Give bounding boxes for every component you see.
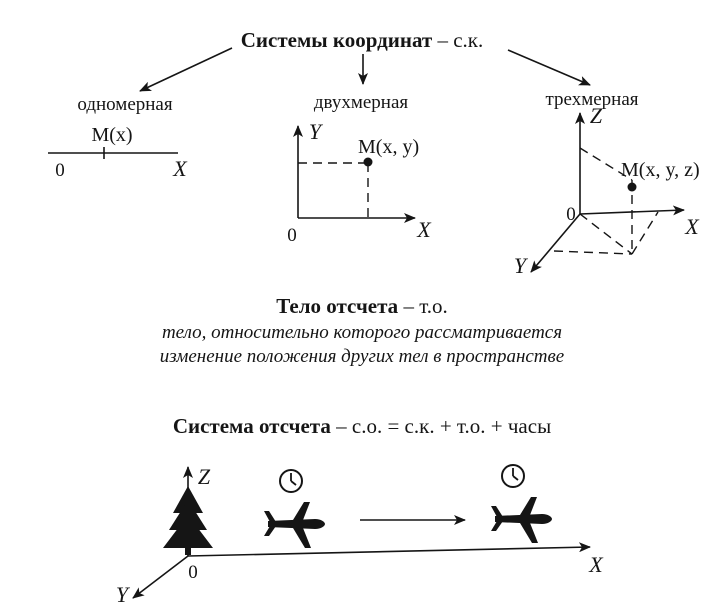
- axis-y-label-3d: Y: [514, 253, 529, 278]
- origin-1d: 0: [55, 160, 65, 181]
- point-label-3d: M(x, y, z): [621, 159, 700, 181]
- label-three-dimensional: трехмерная: [545, 89, 638, 110]
- origin-3d: 0: [566, 204, 576, 225]
- projection-z-3d: [579, 147, 633, 181]
- axis-x-label-2d: X: [416, 217, 432, 242]
- axis-y-label-2d: Y: [309, 119, 324, 144]
- airplane-icon: [491, 497, 552, 543]
- point-label-1d: M(x): [91, 124, 132, 146]
- label-one-dimensional: одномерная: [77, 94, 172, 115]
- axis-y-3d: [530, 213, 581, 273]
- point-m-3d: [627, 182, 637, 192]
- projection-diagonal-3d: [579, 213, 633, 255]
- tree-icon: [163, 486, 213, 555]
- axis-x-label-frame: X: [588, 552, 604, 577]
- branch-arrow-1d: [139, 47, 233, 92]
- axis-x-label-3d: X: [684, 214, 700, 239]
- point-m-2d: [363, 157, 373, 167]
- reference-body-definition-line2: изменение положения других тел в простра…: [160, 346, 564, 367]
- axis-y-label-frame: Y: [116, 582, 131, 607]
- reference-body-definition-line1: тело, относительно которого рассматривае…: [162, 322, 562, 343]
- point-label-2d: M(x, y): [358, 136, 419, 158]
- origin-2d: 0: [287, 225, 297, 246]
- projection-base-front-3d: [553, 250, 633, 255]
- branch-arrow-3d: [507, 49, 591, 86]
- reference-frame-title: Система отсчета – с.о. = с.к. + т.о. + ч…: [173, 414, 551, 438]
- axis-x-frame: [187, 542, 591, 557]
- axis-x-label-1d: X: [172, 156, 188, 181]
- clock-icon: [279, 469, 303, 493]
- projection-base-side-3d: [631, 211, 659, 255]
- label-two-dimensional: двухмерная: [314, 92, 409, 113]
- axis-z-label-3d: Z: [590, 103, 603, 128]
- reference-body-title: Тело отсчета – т.о.: [276, 294, 448, 318]
- airplane-icon: [264, 502, 325, 548]
- axis-y-frame: [132, 555, 189, 599]
- clock-icon: [501, 464, 525, 488]
- coord-systems-title: Системы координат – с.к.: [241, 28, 484, 52]
- origin-frame: 0: [188, 562, 198, 583]
- axis-z-label-frame: Z: [198, 464, 211, 489]
